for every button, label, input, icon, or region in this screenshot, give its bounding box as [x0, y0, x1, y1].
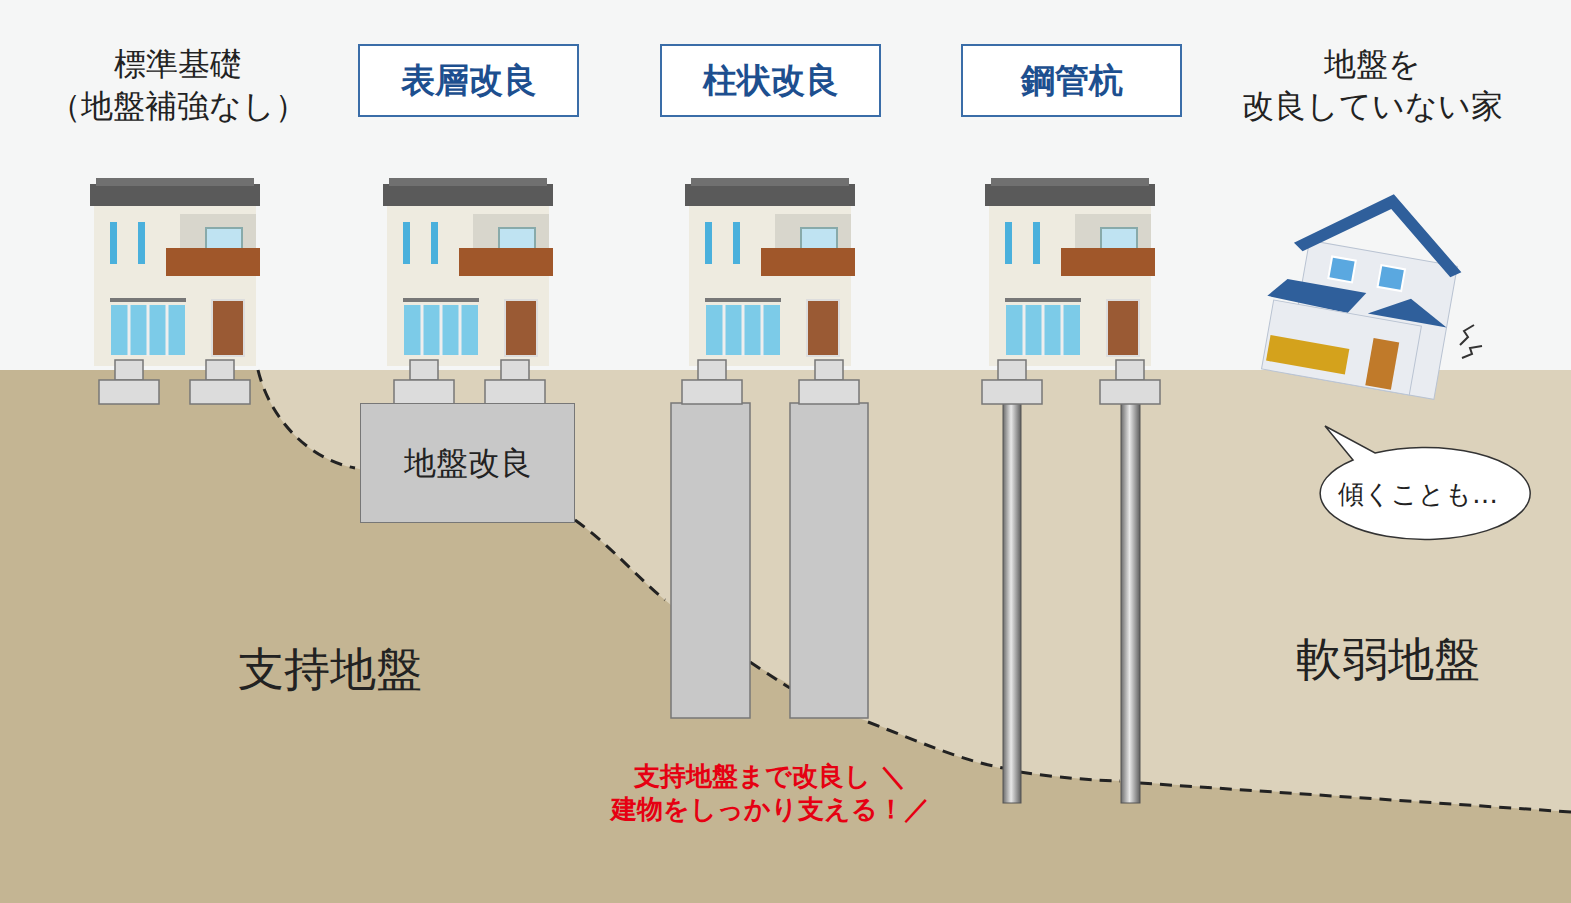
method-box: 表層改良	[358, 44, 579, 117]
tilted-house	[1255, 176, 1473, 401]
method-box: 柱状改良	[660, 44, 881, 117]
house-surface	[383, 178, 553, 404]
heading-text: 標準基礎 （地盤補強なし）	[38, 44, 318, 127]
soil-label: 支持地盤	[200, 640, 460, 700]
node-text: 地盤改良	[404, 442, 532, 486]
steel-pipes	[1003, 403, 1140, 803]
method-box: 鋼管杭	[961, 44, 1182, 117]
columns	[671, 403, 868, 718]
house-column	[682, 178, 859, 404]
soil-label: 軟弱地盤	[1258, 630, 1518, 690]
note-text: 支持地盤まで改良し ＼建物をしっかり支える！／	[550, 760, 990, 825]
improved-soil-block: 地盤改良	[360, 403, 575, 523]
heading-text: 地盤を 改良していない家	[1207, 44, 1537, 127]
house-standard	[90, 178, 260, 404]
node-text: 傾くことも…	[1338, 477, 1498, 512]
node-text: 表層改良	[401, 58, 537, 104]
house-pipe	[982, 178, 1160, 404]
crack-mark	[1460, 325, 1482, 358]
node-text: 鋼管杭	[1021, 58, 1123, 104]
speech-bubble: 傾くことも…	[1313, 448, 1523, 540]
node-text: 柱状改良	[703, 58, 839, 104]
